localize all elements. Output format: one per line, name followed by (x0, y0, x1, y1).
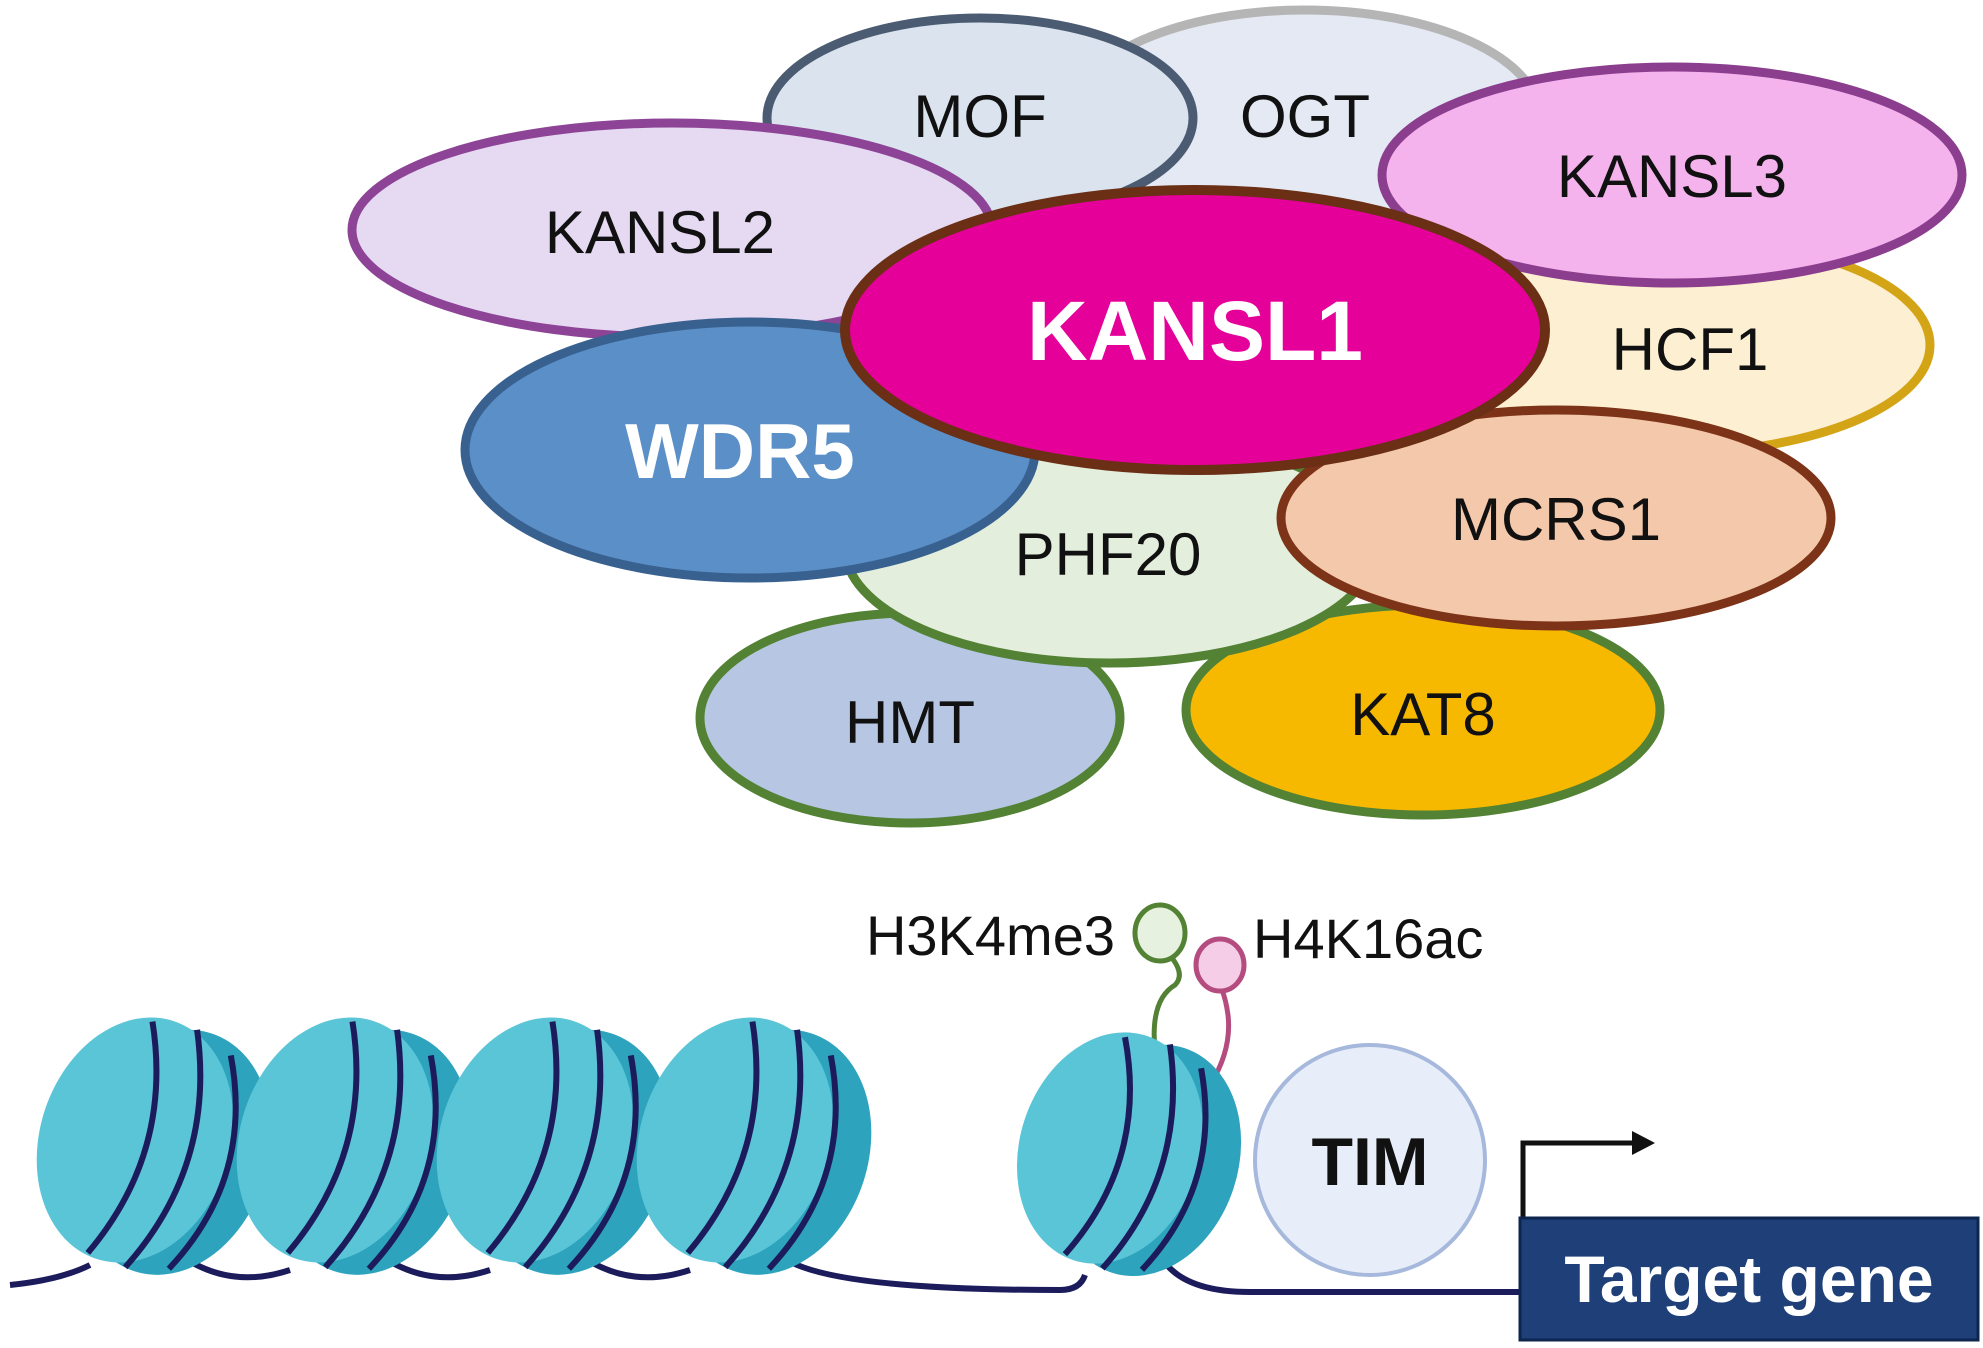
protein-mof-label: MOF (913, 83, 1046, 150)
protein-hcf1-label: HCF1 (1612, 316, 1769, 383)
protein-hcf1: HCF1 (1405, 232, 1935, 458)
nucleosome-modified (1016, 1032, 1242, 1276)
histone-tail-h3k4me3 (1132, 902, 1188, 1051)
nucleosome (36, 1017, 272, 1275)
h4k16ac-label: H4K16ac (1253, 907, 1483, 970)
protein-mcrs1-label: MCRS1 (1451, 486, 1661, 553)
h4k16ac-mark (1193, 936, 1247, 994)
nucleosome (436, 1017, 672, 1275)
target-gene: Target gene (1518, 1216, 1980, 1342)
protein-wdr5-label: WDR5 (625, 407, 855, 495)
h3k4me3-label: H3K4me3 (866, 904, 1115, 967)
protein-phf20-label: PHF20 (1015, 521, 1202, 588)
target-gene-label: Target gene (1564, 1242, 1933, 1316)
protein-hmt-label: HMT (845, 689, 975, 756)
protein-complex: OGT MOF KANSL2 HCF1 KANSL3 KAT8 (347, 5, 1967, 828)
tim-label: TIM (1311, 1124, 1428, 1200)
transcription-start-arrow (1520, 1131, 1655, 1218)
protein-hmt: HMT (695, 608, 1125, 828)
protein-mcrs1: MCRS1 (1276, 405, 1836, 631)
nucleosome (636, 1017, 872, 1275)
tim: TIM (1253, 1043, 1487, 1277)
protein-ogt-label: OGT (1240, 83, 1370, 150)
protein-kansl1-label: KANSL1 (1027, 284, 1363, 378)
nucleosome (236, 1017, 472, 1275)
protein-kat8-label: KAT8 (1350, 681, 1496, 748)
dna-strand (9, 1252, 1520, 1295)
protein-kansl2-label: KANSL2 (545, 199, 775, 266)
histone-tail-h4k16ac (1193, 936, 1247, 1087)
protein-kansl3-label: KANSL3 (1557, 143, 1787, 210)
chromatin: H3K4me3 H4K16ac TIM Target gene (9, 902, 1980, 1342)
h3k4me3-mark (1132, 902, 1188, 964)
protein-kansl1: KANSL1 (840, 185, 1550, 475)
protein-kansl3: KANSL3 (1377, 62, 1967, 288)
